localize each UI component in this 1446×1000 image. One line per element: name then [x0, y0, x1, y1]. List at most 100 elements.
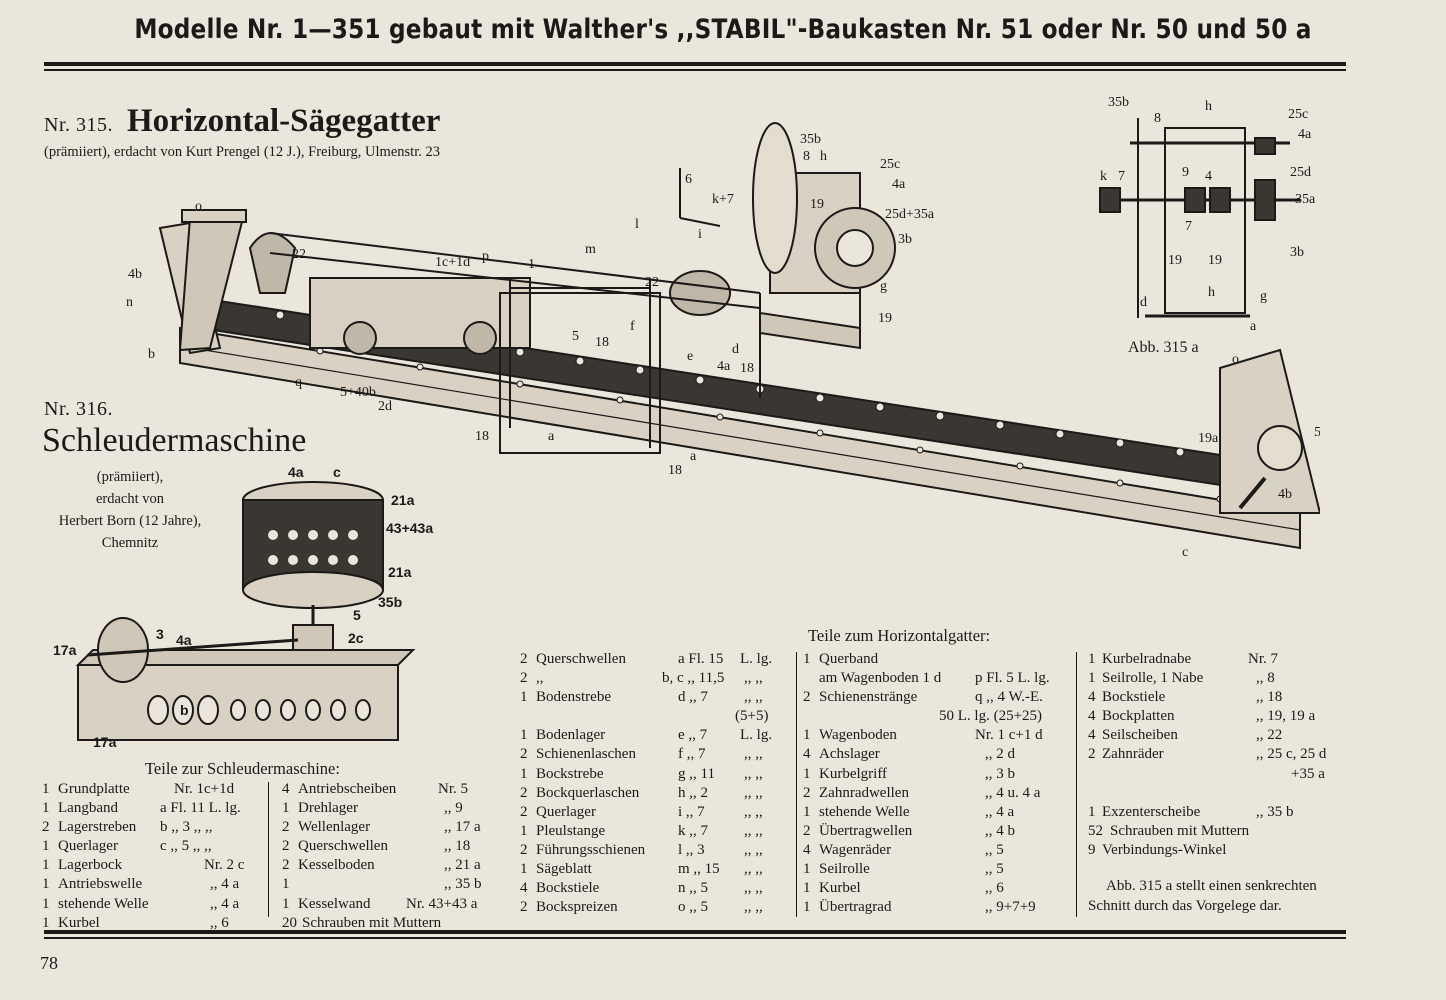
figure-label: 1 [528, 257, 535, 272]
centrifuge-label: 5 [353, 607, 361, 623]
detail-label: k [1100, 169, 1107, 184]
figure-label: o [195, 199, 202, 214]
figure-label: a [690, 449, 697, 464]
figure-label: e [687, 349, 693, 364]
footer-rule-thick [44, 930, 1346, 934]
centrifuge-label: 3 [156, 626, 164, 642]
page-number: 78 [40, 953, 58, 973]
model-315-credit: (prämiiert), erdacht von Kurt Prengel (1… [44, 144, 440, 160]
figure-label: 2d [378, 399, 392, 414]
detail-figure-caption: Abb. 315 a [1128, 339, 1199, 356]
figure-label: l [635, 217, 639, 232]
figure-label: 4b [128, 267, 142, 282]
figure-label: 18 [595, 335, 609, 350]
figure-label: 4a [717, 359, 731, 374]
centrifuge-label: b [180, 702, 189, 718]
figure-label: d [732, 342, 739, 357]
figure-label: c [1182, 545, 1188, 560]
detail-label: 4 [1205, 169, 1212, 184]
credit-line: erdacht von [95, 491, 165, 507]
figure-label: p [482, 249, 489, 264]
centrifuge-label: c [333, 465, 341, 480]
model-316-number: Nr. 316. [44, 398, 113, 420]
gatter-note: Abb. 315 a stellt einen senkrechten Schn… [1088, 878, 1317, 914]
detail-label: 4a [1298, 127, 1312, 142]
figure-label: 22 [292, 247, 306, 262]
centrifuge-label: 43+43a [386, 520, 433, 536]
detail-label: 9 [1182, 165, 1189, 180]
model-316-title: Schleudermaschine [42, 422, 307, 459]
detail-label: 25d [1290, 165, 1311, 180]
credit-line: Chemnitz [101, 535, 159, 551]
gatter-parts-heading: Teile zum Horizontalgatter: [808, 626, 991, 645]
figure-label: q [295, 375, 302, 390]
figure-label: n [126, 295, 133, 310]
centrifuge-label: 21a [391, 492, 415, 508]
figure-label: 25c [880, 157, 900, 172]
figure-label: 19a [1198, 431, 1219, 446]
column-divider [1076, 652, 1077, 917]
detail-label: 7 [1118, 169, 1125, 184]
credit-line: (prämiiert), [96, 469, 164, 485]
header-rule-thick [44, 62, 1346, 66]
schleuder-parts-heading: Teile zur Schleudermaschine: [145, 759, 340, 778]
model-315-title: Horizontal-Sägegatter [127, 103, 441, 139]
centrifuge-label: 4a [288, 465, 304, 480]
figure-label: 5+40b [340, 385, 376, 400]
horizontal-saw-illustration: o 4b n b 22 1c+1d p 1 6 k+7 l m 35b 8 h … [126, 122, 1320, 560]
credit-line: Herbert Born (12 Jahre), [58, 513, 202, 529]
figure-label: 5 [572, 329, 579, 344]
figure-label: b [148, 347, 155, 362]
figure-label: h [820, 149, 827, 164]
figure-label: f [630, 319, 635, 334]
table-row: 1,, 35 b [282, 876, 482, 893]
figure-label: i [698, 227, 702, 242]
centrifuge-label: 17a [53, 642, 77, 658]
detail-label: 8 [1154, 111, 1161, 126]
column-divider [796, 652, 797, 917]
table-row: (5+5) [735, 708, 769, 725]
detail-label: 19 [1208, 253, 1222, 268]
detail-figure-315a: 35b h 25c 4a 8 k 7 9 4 25d 35a 7 3b 19 1… [1099, 95, 1316, 334]
centrifuge-label: 4a [176, 632, 192, 648]
model-315-number: Nr. 315. [44, 114, 113, 136]
table-row: 50 L. lg. (25+25) [939, 708, 1043, 725]
column-divider [268, 782, 269, 917]
table-row [1088, 784, 1346, 803]
